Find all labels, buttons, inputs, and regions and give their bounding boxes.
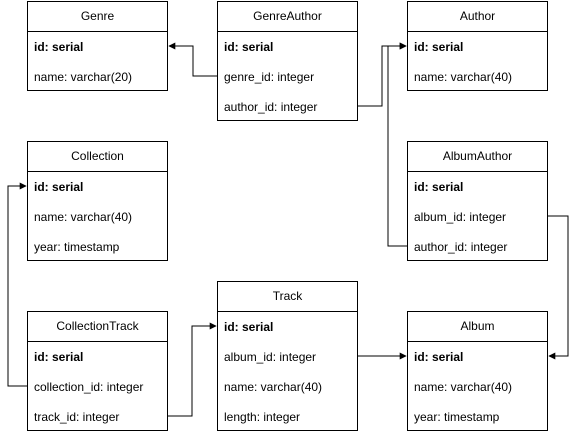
genre-table: Genre id: serial name: varchar(20) bbox=[27, 1, 168, 91]
album-author-album-id-field: album_id: integer bbox=[414, 210, 507, 224]
genre-author-table: GenreAuthor id: serial genre_id: integer… bbox=[217, 1, 358, 121]
author-table-title: Author bbox=[408, 2, 547, 32]
collection-table: Collection id: serial name: varchar(40) … bbox=[27, 141, 168, 261]
genre-table-title: Genre bbox=[28, 2, 167, 32]
track-id-connector bbox=[168, 322, 217, 417]
collection-track-table: CollectionTrack id: serial collection_id… bbox=[27, 311, 168, 431]
collection-id-connector bbox=[7, 182, 27, 387]
genre-author-author-id-connector bbox=[358, 42, 407, 107]
album-author-author-id-connector bbox=[387, 42, 407, 247]
collection-name-field: name: varchar(40) bbox=[34, 210, 133, 224]
genre-id-connector bbox=[168, 42, 217, 77]
album-id-field: id: serial bbox=[414, 350, 464, 364]
track-name-field: name: varchar(40) bbox=[224, 380, 323, 394]
collection-id-field: id: serial bbox=[34, 180, 84, 194]
collection-track-id-field: id: serial bbox=[34, 350, 84, 364]
author-id-field: id: serial bbox=[414, 40, 464, 54]
album-author-id-field: id: serial bbox=[414, 180, 464, 194]
genre-author-genre-id-field: genre_id: integer bbox=[224, 70, 315, 84]
album-table: Album id: serial name: varchar(40) year:… bbox=[407, 311, 548, 431]
collection-track-track-id-field: track_id: integer bbox=[34, 410, 120, 424]
author-table: Author id: serial name: varchar(40) bbox=[407, 1, 548, 91]
album-year-field: year: timestamp bbox=[414, 410, 500, 424]
track-id-field: id: serial bbox=[224, 320, 274, 334]
collection-track-collection-id-field: collection_id: integer bbox=[34, 380, 144, 394]
album-author-table: AlbumAuthor id: serial album_id: integer… bbox=[407, 141, 548, 261]
album-name-field: name: varchar(40) bbox=[414, 380, 513, 394]
album-author-table-title: AlbumAuthor bbox=[408, 142, 547, 172]
track-table: Track id: serial album_id: integer name:… bbox=[217, 281, 358, 431]
album-author-author-id-field: author_id: integer bbox=[414, 240, 508, 254]
genre-id-field: id: serial bbox=[34, 40, 84, 54]
genre-author-id-field: id: serial bbox=[224, 40, 274, 54]
collection-track-table-title: CollectionTrack bbox=[28, 312, 167, 342]
album-table-title: Album bbox=[408, 312, 547, 342]
collection-table-title: Collection bbox=[28, 142, 167, 172]
genre-author-table-title: GenreAuthor bbox=[218, 2, 357, 32]
author-name-field: name: varchar(40) bbox=[414, 70, 513, 84]
track-table-title: Track bbox=[218, 282, 357, 312]
album-author-album-id-connector bbox=[548, 215, 569, 360]
genre-name-field: name: varchar(20) bbox=[34, 70, 133, 84]
genre-author-author-id-field: author_id: integer bbox=[224, 100, 318, 114]
track-length-field: length: integer bbox=[224, 410, 301, 424]
track-album-id-field: album_id: integer bbox=[224, 350, 317, 364]
collection-year-field: year: timestamp bbox=[34, 240, 120, 254]
